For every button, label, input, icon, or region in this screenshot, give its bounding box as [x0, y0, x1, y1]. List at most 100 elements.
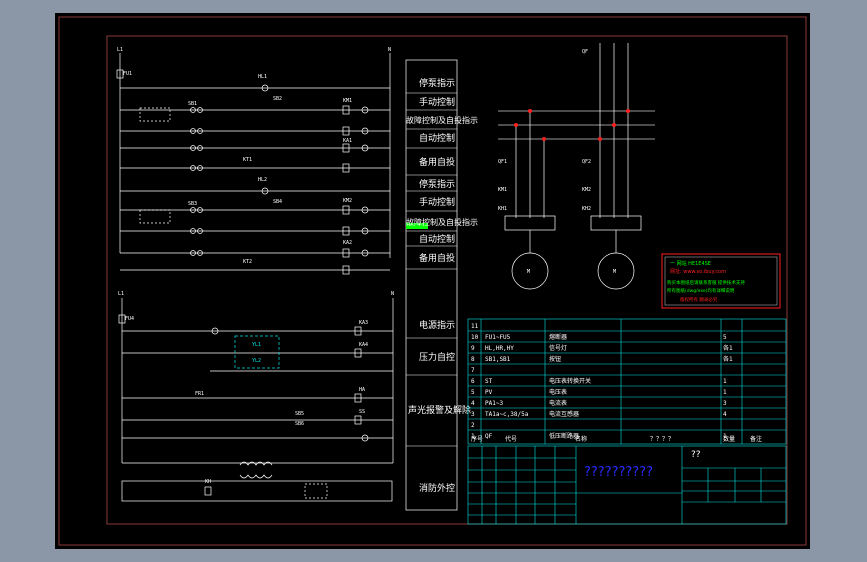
notice-line: 所有图纸(dwg/exe)均有详细说明: [667, 287, 735, 294]
function-label: 手动控制: [419, 96, 455, 108]
notice-line: 网址: www.so.ibuy.com: [670, 268, 726, 275]
bom-cell-n: 9: [471, 345, 475, 352]
bom-cell-code: PV: [485, 389, 493, 396]
contactor-label: KM2: [582, 187, 591, 193]
bom-cell-code: HL,HR,HY: [485, 345, 514, 352]
bom-cell-code: FU1~FU5: [485, 334, 511, 341]
coil-label: KM2: [343, 198, 352, 204]
function-label: 备用自投: [419, 252, 455, 264]
notice-line: 一 网站 HE1E4SE: [670, 260, 711, 267]
bom-cell-qty: 4: [723, 411, 727, 418]
bom-cell-n: 7: [471, 367, 475, 374]
breaker-label: QF1: [498, 159, 507, 165]
bom-cell-name: 熔断器: [549, 333, 567, 341]
bom-cell-name: 信号灯: [549, 344, 567, 352]
function-column: 停泵指示 手动控制 故障控制及自投指示 自动控制 备用自投 停泵指示 手动控制 …: [405, 59, 478, 511]
coil-label: KA4: [359, 342, 368, 348]
bom-cell-n: 6: [471, 378, 475, 385]
relay-label: FR1: [195, 391, 204, 397]
button-label: SB4: [273, 199, 282, 205]
motor-label: M: [527, 269, 530, 275]
function-label: 停泵指示: [419, 178, 455, 190]
bom-cell-qty: 各1: [723, 355, 733, 363]
bom-cell-name: 电流互感器: [549, 410, 579, 418]
relay-label: KH1: [498, 206, 507, 212]
function-label: 备用自投: [419, 156, 455, 168]
bus-label: L1: [118, 291, 124, 297]
button-label: SB6: [295, 421, 304, 427]
main-circuit: [498, 43, 655, 290]
drawing-title: ??????????: [584, 465, 653, 480]
function-label: 手动控制: [419, 196, 455, 208]
inner-border: [106, 35, 788, 525]
bom-header-name: 名称: [575, 435, 587, 443]
button-label: SB5: [295, 411, 304, 417]
bom-cell-qty: 各1: [723, 344, 733, 352]
function-label: 故障控制及自投指示: [406, 115, 478, 125]
bom-cell-n: 5: [471, 389, 475, 396]
function-label: 自动控制: [419, 132, 455, 144]
timer-label: KT2: [243, 259, 252, 265]
lamp-label: HL2: [258, 177, 267, 183]
bom-cell-code: SB1,SB1: [485, 356, 511, 363]
bom-header-qty: 数量: [723, 435, 735, 443]
bus-label: N: [391, 291, 394, 297]
contactor-label: KM1: [498, 187, 507, 193]
bus-label: L1: [117, 47, 123, 53]
bom-header-code: 代号: [505, 435, 517, 443]
function-label: 声光报警及解除: [408, 404, 471, 416]
bom-cell-name: 电压表转换开关: [549, 377, 591, 385]
function-label: 自动控制: [419, 233, 455, 245]
control-circuit-alarm: [121, 298, 394, 502]
bom-cell-n: 10: [471, 334, 479, 341]
notice-line: 购买本图纸后请联系客服 提供技术支持: [667, 279, 745, 286]
motor-label: M: [613, 269, 616, 275]
function-label: 压力自控: [419, 351, 455, 363]
bom-cell-n: 11: [471, 323, 479, 330]
bom-cell-n: 1: [471, 433, 475, 440]
junction-dots: [514, 109, 630, 141]
notice-line: 版权所有 翻录必究: [680, 296, 718, 303]
title-block: [467, 445, 787, 525]
outer-border: [58, 16, 807, 546]
bom-cell-n: 8: [471, 356, 475, 363]
button-label: SB3: [188, 201, 197, 207]
bom-header-spec: ？？？？: [650, 436, 674, 443]
cad-canvas: 停泵指示 手动控制 故障控制及自投指示 自动控制 备用自投 停泵指示 手动控制 …: [55, 13, 810, 549]
coil-label: KA3: [359, 320, 368, 326]
bom-cell-n: 2: [471, 422, 475, 429]
bus-label: N: [388, 47, 391, 53]
breaker-label: QF: [582, 49, 588, 55]
fuse-label: FU4: [125, 316, 134, 322]
bom-cell-name: 低压断路器: [549, 432, 579, 440]
bom-cell-n: 4: [471, 400, 475, 407]
bom-cell-code: PA1~3: [485, 400, 503, 407]
bom-table: [467, 318, 787, 445]
breaker-label: QF2: [582, 159, 591, 165]
relay-label: KH: [205, 479, 211, 485]
coil-label: KA2: [343, 240, 352, 246]
gauge-label: YL2: [252, 358, 261, 364]
bom-cell-qty: 1: [723, 389, 727, 396]
notice-box: [661, 253, 781, 309]
function-label: 故障控制及自投指示: [406, 217, 478, 227]
bom-header-n: 序号: [471, 435, 483, 443]
bom-cell-qty: 1: [723, 378, 727, 385]
function-label: 电源指示: [419, 319, 455, 331]
lamp-label: HL1: [258, 74, 267, 80]
coil-label: KM1: [343, 98, 352, 104]
drawing-marks: ??: [691, 450, 701, 460]
relay-label: KH2: [582, 206, 591, 212]
bom-cell-name: 按钮: [549, 355, 561, 363]
bom-cell-qty: 5: [723, 334, 727, 341]
bom-header-rem: 备注: [750, 435, 762, 443]
bom-cell-code: QF: [485, 433, 493, 440]
button-label: SB1: [188, 101, 197, 107]
switch-label: SS: [359, 409, 365, 415]
bom-cell-n: 3: [471, 411, 475, 418]
bom-cell-name: 电流表: [549, 399, 567, 407]
gauge-label: YL1: [252, 342, 261, 348]
timer-label: KT1: [243, 157, 252, 163]
function-label: 停泵指示: [419, 77, 455, 89]
